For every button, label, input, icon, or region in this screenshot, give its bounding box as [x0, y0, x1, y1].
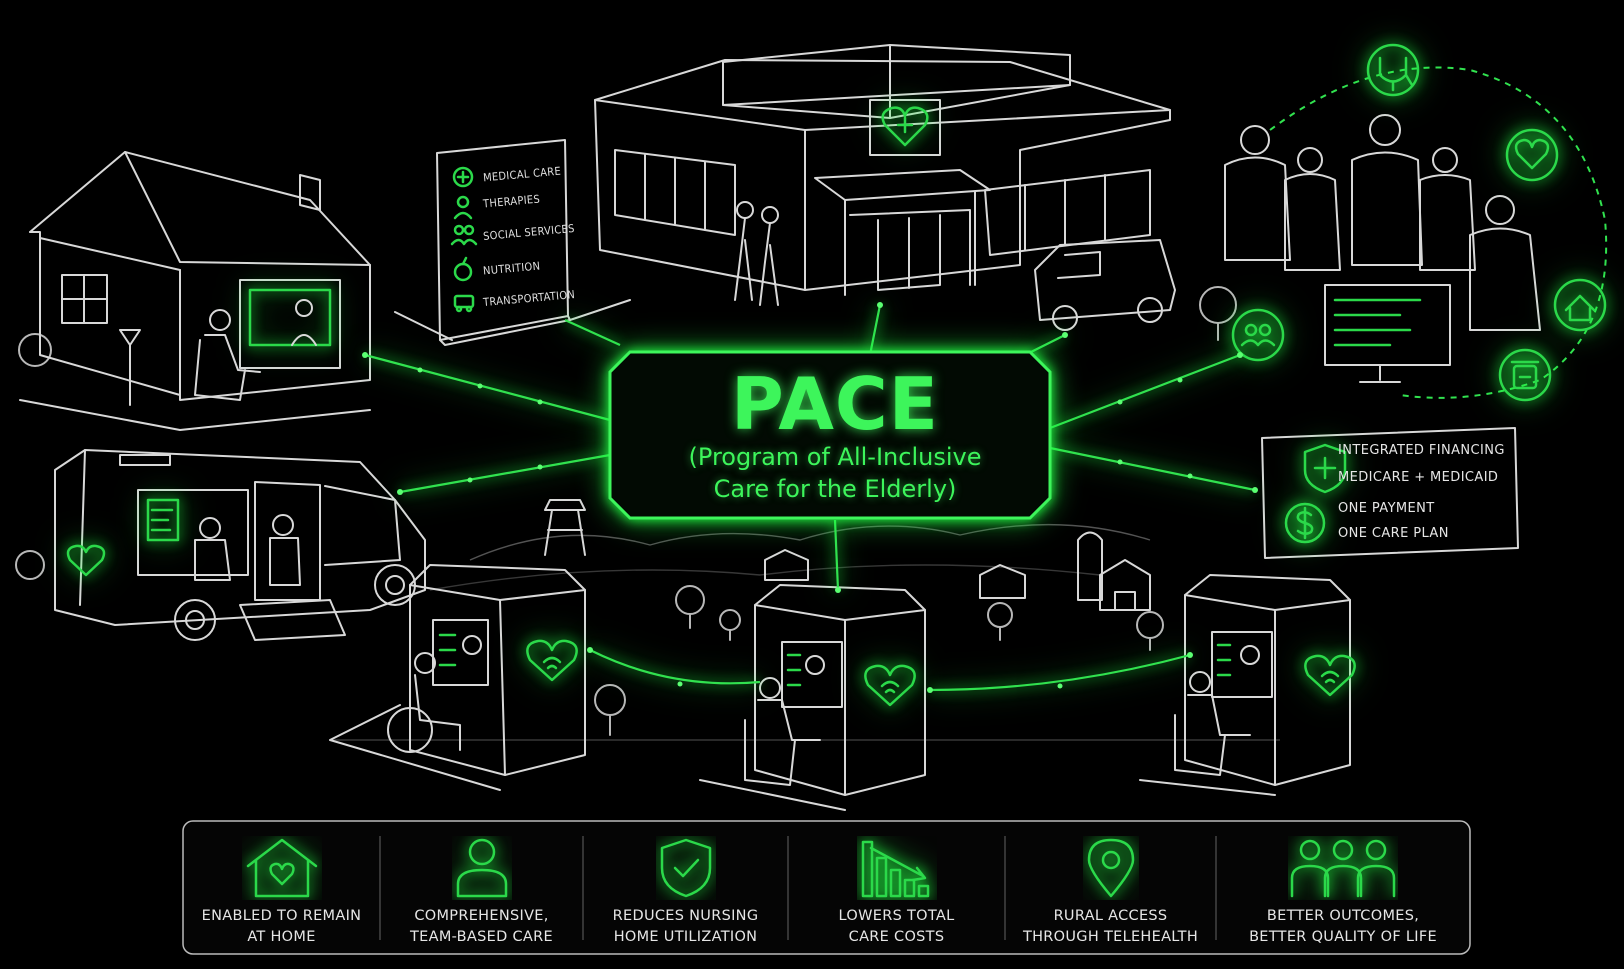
- farm-barn-icon: [764, 531, 1151, 611]
- person-icon: [456, 838, 507, 898]
- financing-line3: ONE PAYMENT: [1338, 501, 1435, 516]
- benefit-rural-access-line2: THROUGH TELEHEALTH: [1022, 929, 1199, 945]
- services-sign: [394, 139, 631, 346]
- benefit-lowers-costs-line1: LOWERS TOTAL: [838, 908, 955, 924]
- mobile-health-van: [54, 449, 426, 641]
- people-group-icon: [1290, 839, 1396, 898]
- benefit-reduces-nursing-line2: HOME UTILIZATION: [613, 929, 758, 945]
- home-heart-icon: [246, 838, 317, 898]
- tree-icons: [15, 286, 1237, 736]
- benefit-remain-home: ENABLED TO REMAIN AT HOME: [183, 820, 380, 950]
- benefit-better-outcomes-line2: BETTER QUALITY OF LIFE: [1249, 929, 1437, 945]
- home-telehealth-house: [19, 151, 371, 431]
- benefit-rural-access: RURAL ACCESS THROUGH TELEHEALTH: [1005, 820, 1216, 950]
- benefit-remain-home-line2: AT HOME: [247, 929, 316, 945]
- declining-bars-icon: [861, 840, 929, 898]
- kiosk-left: [329, 564, 586, 791]
- pace-title: PACE: [731, 362, 939, 446]
- financing-line1: INTEGRATED FINANCING: [1338, 443, 1505, 458]
- financing-line4: ONE CARE PLAN: [1338, 526, 1449, 541]
- benefit-better-outcomes: BETTER OUTCOMES, BETTER QUALITY OF LIFE: [1216, 820, 1470, 950]
- benefit-reduces-nursing-line1: REDUCES NURSING: [612, 908, 759, 924]
- pace-subtitle-line1: (Program of All-Inclusive: [688, 443, 982, 471]
- benefit-remain-home-line1: ENABLED TO REMAIN: [201, 908, 362, 924]
- kiosk-center: [699, 584, 926, 811]
- pace-center-building: [594, 44, 1176, 331]
- benefit-better-outcomes-line1: BETTER OUTCOMES,: [1266, 908, 1420, 924]
- location-pin-icon: [1087, 838, 1134, 898]
- pace-subtitle: (Program of All-Inclusive Care for the E…: [610, 441, 1060, 505]
- financing-line2: MEDICARE + MEDICAID: [1338, 470, 1499, 485]
- care-team-circle: [1224, 43, 1608, 402]
- benefit-lowers-costs-line2: CARE COSTS: [848, 929, 945, 945]
- water-tower-icon: [544, 499, 586, 556]
- benefit-team-care: COMPREHENSIVE, TEAM-BASED CARE: [380, 820, 583, 950]
- ground-landscape: [15, 286, 1280, 741]
- pace-center-box: [608, 350, 1052, 520]
- kiosk-right: [1139, 574, 1356, 796]
- shield-check-icon: [660, 838, 711, 898]
- connector-lines: [362, 302, 1258, 693]
- benefit-team-care-line1: COMPREHENSIVE,: [414, 908, 549, 924]
- pace-subtitle-line2: Care for the Elderly): [713, 475, 957, 503]
- benefits-bar: [182, 820, 1471, 955]
- benefit-rural-access-line1: RURAL ACCESS: [1053, 908, 1168, 924]
- benefit-lowers-costs: LOWERS TOTAL CARE COSTS: [788, 820, 1005, 950]
- benefit-reduces-nursing: REDUCES NURSING HOME UTILIZATION: [583, 820, 788, 950]
- benefit-team-care-line2: TEAM-BASED CARE: [410, 929, 553, 945]
- financing-panel: [1261, 427, 1519, 559]
